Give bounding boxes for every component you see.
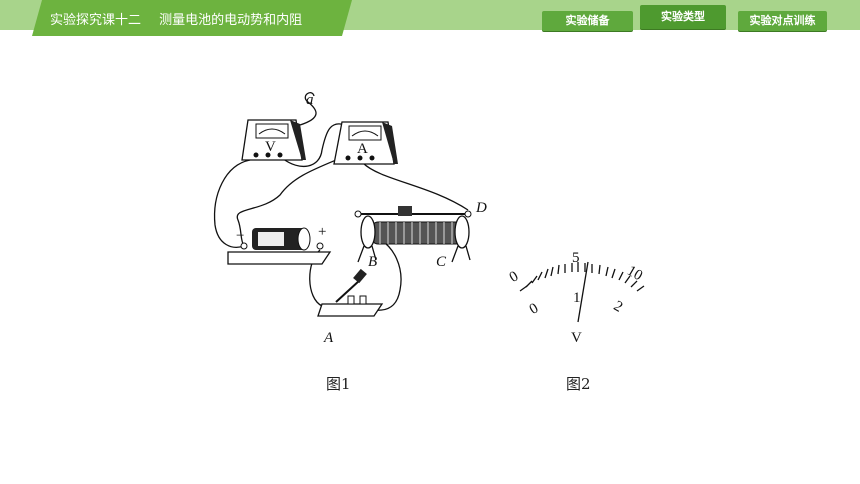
label-switch: A [323, 330, 334, 346]
battery: − + [227, 224, 332, 265]
wire-ammeter-d [362, 162, 469, 211]
header-bar: 实验探究课十二 测量电池的电动势和内阻 实验储备 实验类型 实验对点训练 [0, 0, 860, 36]
wire-rheostat-switch [371, 235, 402, 311]
figure1-caption: 图1 [326, 375, 351, 393]
label-b: B [368, 254, 377, 270]
label-d: D [475, 200, 487, 216]
battery-plus-label: + [318, 224, 326, 240]
battery-minus-label: − [236, 228, 244, 244]
lesson-number: 实验探究课十二 [50, 13, 142, 28]
nav-button-practice[interactable]: 实验对点训练 [738, 11, 827, 31]
dial-lower-1: 1 [573, 290, 581, 306]
voltmeter-dial: 0 5 10 0 1 2 V [507, 250, 645, 346]
wire-a [299, 92, 317, 126]
figure2-caption: 图2 [566, 375, 591, 393]
dial-unit: V [571, 330, 582, 346]
label-a: a [306, 92, 314, 108]
voltmeter: V [241, 119, 306, 161]
nav-button-types[interactable]: 实验类型 [640, 5, 726, 29]
dial-upper-10: 10 [624, 263, 645, 284]
title-tab [32, 0, 352, 36]
dial-lower-2: 2 [611, 298, 625, 316]
label-c: C [436, 254, 447, 270]
wire-voltmeter-ammeter [281, 123, 346, 168]
rheostat [354, 206, 472, 263]
dial-lower-0: 0 [527, 300, 541, 318]
dial-upper-0: 0 [507, 268, 521, 286]
page-title: 实验探究课十二 测量电池的电动势和内阻 [50, 9, 316, 28]
nav-button-preparation[interactable]: 实验储备 [542, 11, 633, 31]
wire-voltmeter-battery [213, 159, 251, 248]
dial-pointer [577, 261, 589, 323]
voltmeter-face-label: V [265, 139, 276, 155]
dial-upper-5: 5 [572, 250, 580, 266]
ammeter-face-label: A [357, 141, 368, 157]
switch [317, 268, 384, 317]
wire-ammeter-battery [236, 159, 337, 247]
lesson-topic: 测量电池的电动势和内阻 [159, 13, 303, 28]
ammeter: A [333, 121, 398, 165]
